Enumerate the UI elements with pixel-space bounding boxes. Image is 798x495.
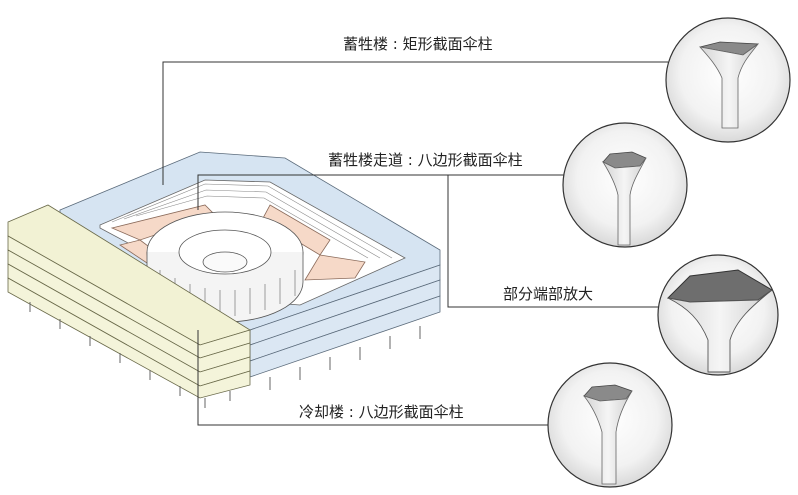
label-cooling-building: 冷却楼 : 八边形截面伞柱 <box>296 403 467 421</box>
label-corridor: 蓄牲楼走道 : 八边形截面伞柱 <box>325 151 526 169</box>
detail-circle-corridor-column <box>562 122 688 248</box>
detail-circle-cooling-column <box>547 362 673 488</box>
label-rect-building: 蓄牲楼 : 矩形截面伞柱 <box>340 35 496 53</box>
building-axonometric <box>7 151 441 408</box>
leader-lines <box>162 61 668 426</box>
leader-line-cooling <box>197 330 553 426</box>
leader-line-detail <box>447 175 660 308</box>
leader-line-corridor <box>197 174 566 210</box>
central-ring-building <box>146 211 304 323</box>
leader-line-rect <box>162 61 668 185</box>
courtyard-floor-lines <box>111 183 393 259</box>
blue-wing-columns <box>269 326 421 390</box>
yellow-wing-floors <box>7 235 251 399</box>
blue-wing-floors <box>249 264 441 378</box>
detail-circle-rect-column <box>665 17 791 143</box>
detail-circle-enlarged <box>657 254 779 376</box>
label-detail: 部分端部放大 <box>500 285 597 303</box>
yellow-wing-columns <box>29 302 231 408</box>
